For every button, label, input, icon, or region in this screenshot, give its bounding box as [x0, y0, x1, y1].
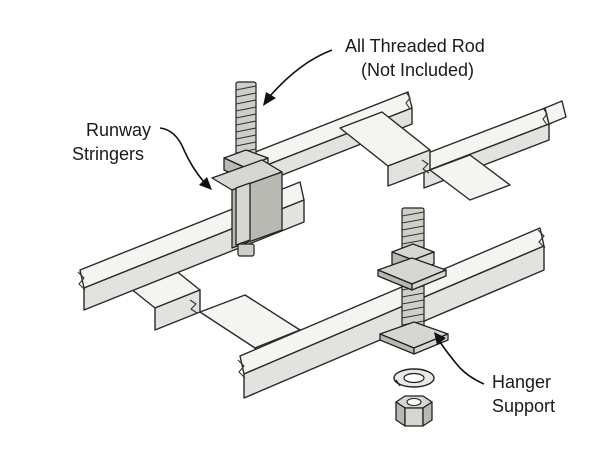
hex-nut [395, 395, 433, 427]
left-rod-threads [235, 85, 257, 154]
hanger-label-line2: Support [492, 396, 555, 416]
threaded-rod-leader [263, 49, 333, 106]
runway-label-line1: Runway [86, 120, 151, 140]
runway-label-line2: Stringers [72, 144, 144, 164]
left-hanger-assembly [211, 81, 283, 257]
threaded-rod-label-line1: All Threaded Rod [345, 36, 485, 56]
threaded-rod-label-line2: (Not Included) [361, 60, 474, 80]
right-hanger-support [377, 207, 449, 355]
lock-washer [393, 368, 435, 388]
hanger-support-leader [434, 332, 485, 385]
runway-stringers-leader [159, 127, 212, 190]
hanger-label-line1: Hanger [492, 372, 551, 392]
